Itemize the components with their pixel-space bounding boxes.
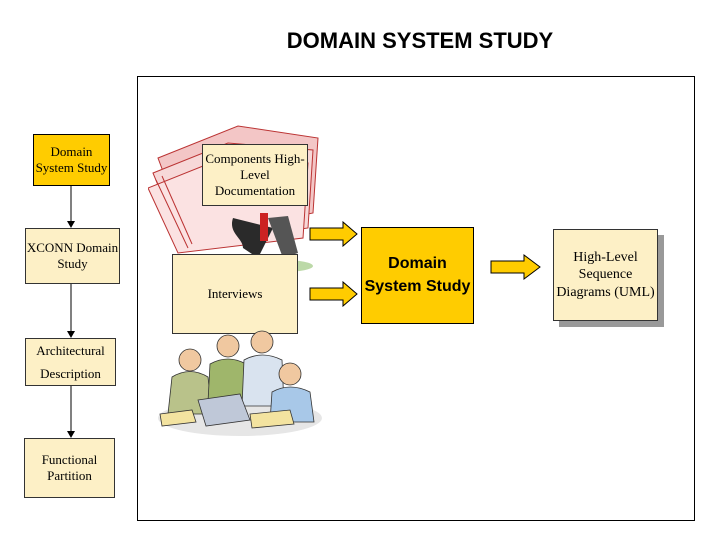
interviews-label: Interviews xyxy=(207,285,263,301)
left-box-xconn-label: XCONN Domain Study xyxy=(26,239,119,271)
left-box-architectural-description: Architectural Description xyxy=(25,338,116,386)
components-documentation-label: Components High-Level Documentation xyxy=(205,150,305,199)
left-box-functional-label: Functional Partition xyxy=(41,451,98,483)
page-title: DOMAIN SYSTEM STUDY xyxy=(286,28,554,53)
arrow-center-to-output xyxy=(490,254,541,280)
center-domain-system-study-box: Domain System Study xyxy=(361,227,474,324)
arrow-interviews-to-center xyxy=(309,281,358,307)
left-box-architectural-label: Architectural xyxy=(36,342,105,358)
left-box-domain-system-study: Domain System Study xyxy=(33,134,110,186)
left-box-xconn-domain-study: XCONN Domain Study xyxy=(25,228,120,284)
left-box-description-label: Description xyxy=(40,366,101,381)
arrow-components-to-center xyxy=(309,221,358,247)
center-domain-system-study-label: Domain System Study xyxy=(364,255,471,295)
sequence-diagrams-box: High-Level Sequence Diagrams (UML) xyxy=(553,229,658,321)
left-connectors xyxy=(67,186,75,438)
team-meeting-clipart-icon xyxy=(158,330,322,436)
components-documentation-box: Components High-Level Documentation xyxy=(202,144,308,206)
left-box-functional-partition: Functional Partition xyxy=(24,438,115,498)
interviews-box: Interviews xyxy=(172,254,298,334)
sequence-diagrams-label: High-Level Sequence Diagrams (UML) xyxy=(556,249,655,300)
left-box-domain-system-study-label: Domain System Study xyxy=(35,143,108,175)
